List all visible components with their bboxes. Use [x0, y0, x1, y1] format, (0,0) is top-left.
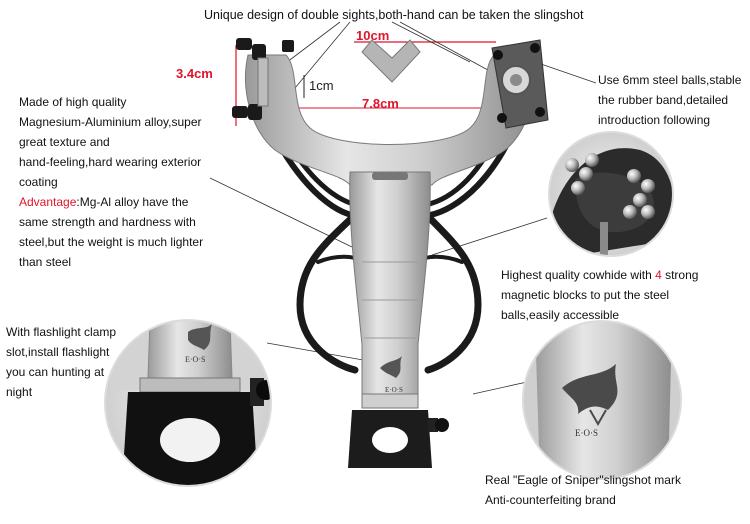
- slingshot-frame: [232, 38, 549, 468]
- magnet-count: 4: [655, 268, 662, 282]
- dimension-gap-label: 1cm: [309, 78, 334, 93]
- advantage-label: Advantage: [19, 195, 77, 209]
- steel-balls-callout: Use 6mm steel balls,stable the rubber ba…: [598, 73, 742, 127]
- eagle-mark-callout: Real "Eagle of Sniper"slingshot mark Ant…: [485, 473, 681, 507]
- handle-brand-engraving: E·O·S: [385, 386, 403, 394]
- zoom-clamp-detail: [104, 319, 272, 487]
- zoom-brand-engraving: E·O·S: [575, 428, 598, 438]
- flashlight-callout: With flashlight clamp slot,install flash…: [6, 325, 117, 399]
- page-title: Unique design of double sights,both-hand…: [204, 8, 584, 22]
- material-callout: Made of high quality Magnesium-Aluminium…: [19, 95, 204, 269]
- steel-balls: [565, 153, 655, 219]
- clamp-brand-engraving: E·O·S: [185, 355, 206, 364]
- zoom-eagle-detail: [522, 320, 682, 480]
- dimension-height-label: 3.4cm: [176, 66, 213, 81]
- cowhide-callout: Highest quality cowhide with 4 strong ma…: [501, 268, 699, 322]
- dimension-inner-width-label: 7.8cm: [362, 96, 399, 111]
- dimension-width-label: 10cm: [356, 28, 390, 43]
- zoom-pouch-detail: [548, 131, 674, 257]
